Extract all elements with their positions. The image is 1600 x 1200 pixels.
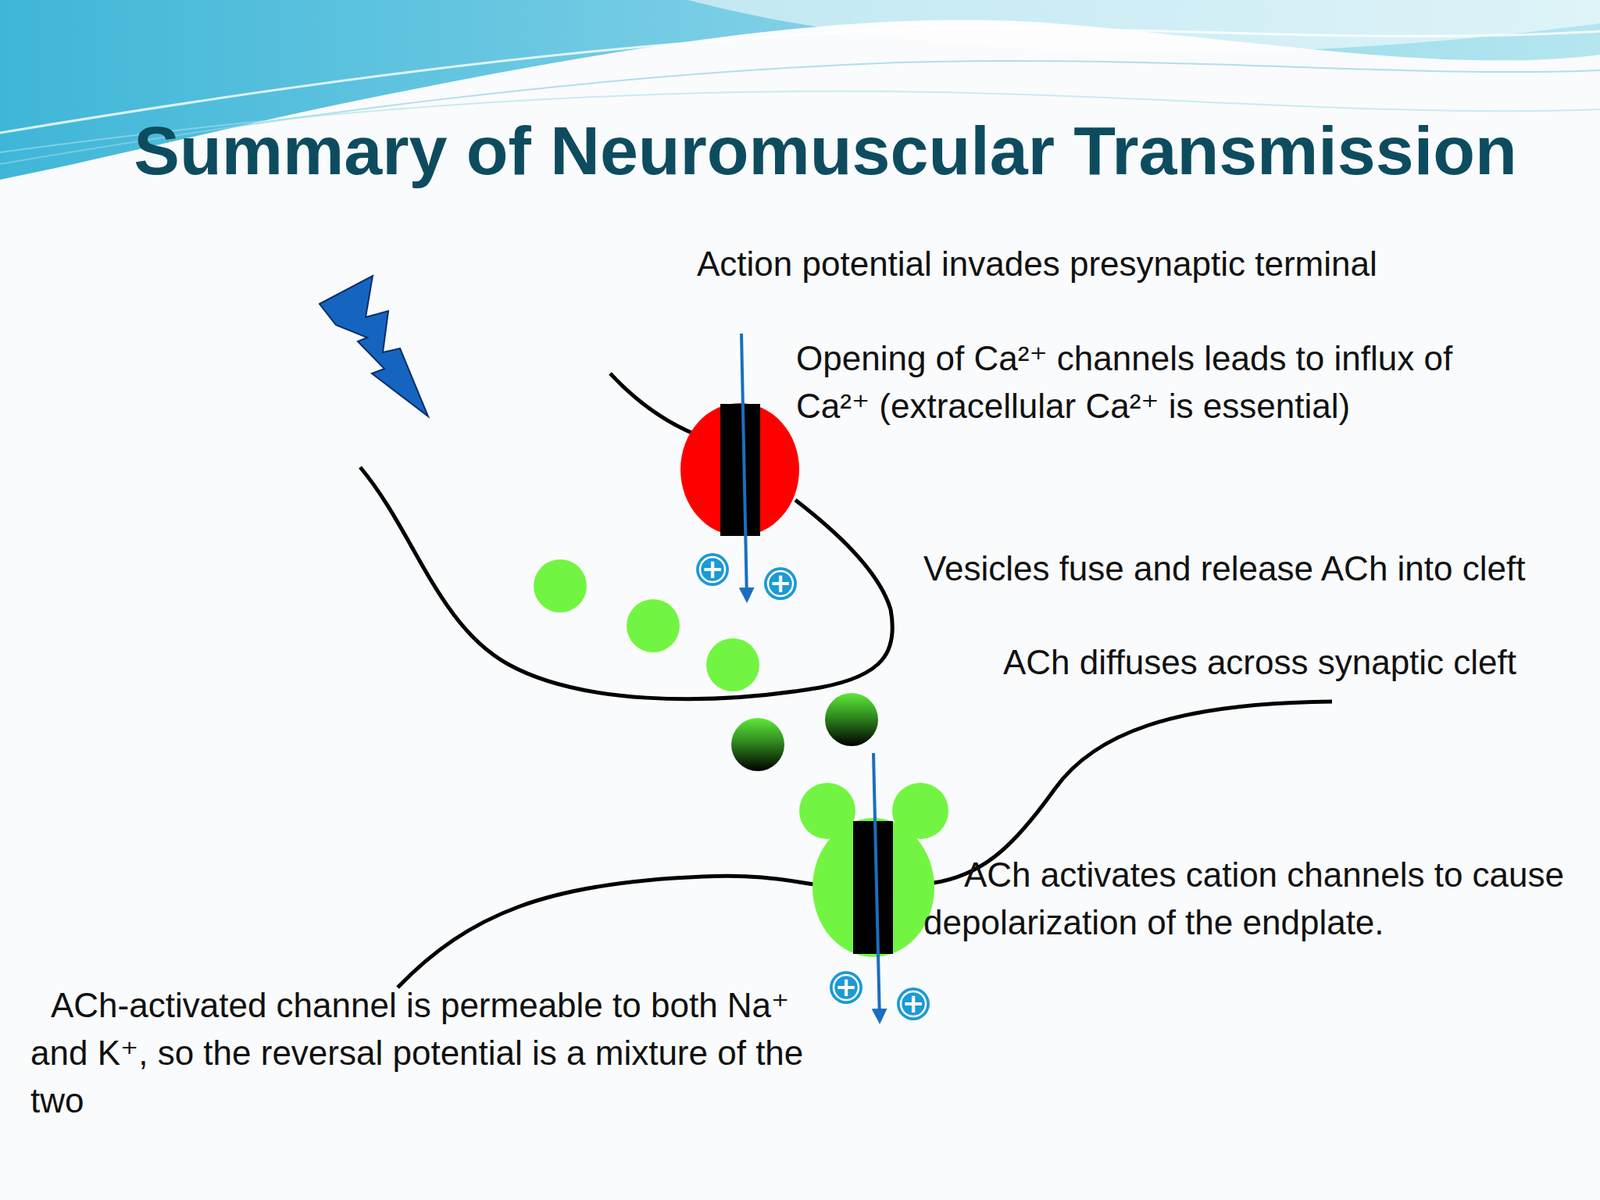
channel-pore <box>853 821 893 954</box>
charge-sign: + <box>828 970 864 1005</box>
annotation-text: ACh-activated channel is permeable to bo… <box>30 981 843 1125</box>
annotation-text: Vesicles fuse and release ACh into cleft <box>923 544 1565 593</box>
ion-circle-fill <box>764 567 797 600</box>
annotation-text: Action potential invades presynaptic ter… <box>696 239 1572 288</box>
cation-ion: + <box>828 970 864 1005</box>
lightning-bolt <box>319 275 429 417</box>
cation-ion: + <box>763 566 798 601</box>
calcium-channel <box>680 403 800 536</box>
ion-circle-fill <box>829 971 863 1004</box>
ion-circle-fill <box>896 987 930 1021</box>
cation-ion: + <box>695 552 730 587</box>
ion-circle-fill <box>696 553 729 586</box>
annotation-text: Opening of Ca²⁺ channels leads to influx… <box>796 334 1531 430</box>
ion-flow-arrow <box>873 753 880 1022</box>
ach-molecule <box>731 717 785 772</box>
channel-pore <box>720 403 761 536</box>
ach-receptor <box>812 817 935 958</box>
charge-sign: + <box>896 986 931 1022</box>
annotation-text: ACh diffuses across synaptic cleft <box>1003 638 1550 686</box>
slide-title: Summary of Neuromuscular Transmission <box>117 116 1534 186</box>
ach-vesicle <box>626 599 680 653</box>
charge-sign: + <box>763 566 798 601</box>
presynaptic-membrane <box>610 373 704 438</box>
ion-flow-arrow <box>741 333 747 600</box>
ach-vesicle <box>706 638 760 692</box>
charge-sign: + <box>695 552 730 587</box>
ach-molecule <box>825 692 879 747</box>
ach-vesicle <box>533 559 587 613</box>
annotation-text: ACh activates cation channels to cause d… <box>923 850 1600 947</box>
presynaptic-membrane <box>360 467 893 700</box>
cation-ion: + <box>896 986 931 1022</box>
header-swoosh <box>687 0 1600 54</box>
postsynaptic-membrane <box>397 875 821 988</box>
